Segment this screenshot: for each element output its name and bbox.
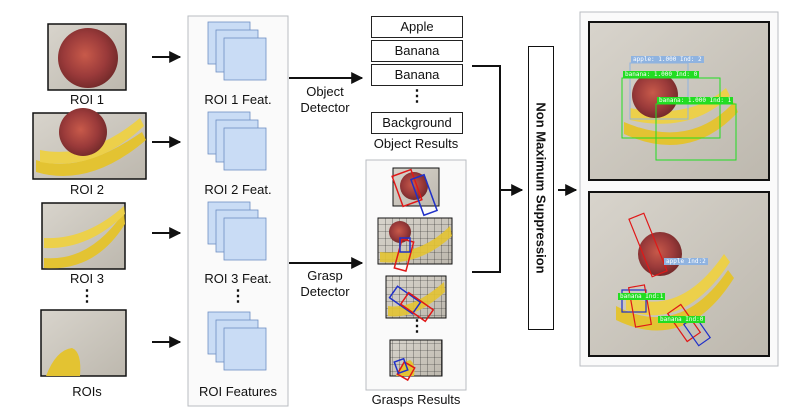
detection-label: apple: 1.000 Ind: 2 xyxy=(631,56,704,63)
nms-label: Non Maximum Suppression xyxy=(533,102,549,274)
roi-label: ROI 3 xyxy=(70,271,104,286)
object-detector-line1: Object xyxy=(306,84,344,99)
grasp-detector-line2: Detector xyxy=(300,284,350,299)
detection-label: apple Ind:2 xyxy=(664,258,708,265)
detector-arrows xyxy=(289,72,364,269)
feature-label: ROI 2 Feat. xyxy=(204,182,272,197)
features-caption: ROI Features xyxy=(198,384,278,399)
grasp-results-dots: ⋮ xyxy=(409,318,425,335)
grasp-detector-line1: Grasp xyxy=(307,268,343,283)
feature-dots: ⋮ xyxy=(230,288,246,305)
nms-block: Non Maximum Suppression xyxy=(528,46,554,330)
grasp-results-caption: Grasps Results xyxy=(371,392,461,407)
detection-label: banana: 1.000 Ind: 1 xyxy=(657,97,734,104)
feature-map-square xyxy=(223,37,267,81)
object-result-background: Background xyxy=(371,112,463,134)
object-detector-line2: Detector xyxy=(300,100,350,115)
object-results-caption: Object Results xyxy=(373,136,459,151)
roi-thumbnails xyxy=(32,23,147,377)
detection-label: banana Ind:0 xyxy=(658,316,706,323)
object-result-banana: Banana xyxy=(371,64,463,86)
feature-map-square xyxy=(223,127,267,171)
merge-arrows xyxy=(472,65,578,273)
grasp-thumbnails xyxy=(377,167,453,382)
grasp-detector-label: Grasp Detector xyxy=(292,268,358,300)
feature-map-square xyxy=(223,217,267,261)
feature-label: ROI 1 Feat. xyxy=(204,92,272,107)
object-result-banana: Banana xyxy=(371,40,463,62)
object-results-dots: ⋮ xyxy=(409,88,425,105)
output-grasp-image xyxy=(588,191,770,357)
detection-label: banana Ind:1 xyxy=(618,293,666,300)
output-detection-image xyxy=(588,21,770,181)
feature-map-square xyxy=(223,327,267,371)
feature-stacks xyxy=(207,21,267,371)
roi-label: ROI 2 xyxy=(70,182,104,197)
rois-caption: ROIs xyxy=(72,384,102,399)
roi-dots: ⋮ xyxy=(79,288,95,305)
roi-label: ROI 1 xyxy=(70,92,104,107)
detection-label: banana: 1.000 Ind: 0 xyxy=(623,71,700,78)
feature-label: ROI 3 Feat. xyxy=(204,271,272,286)
object-detector-label: Object Detector xyxy=(292,84,358,116)
roi-arrows xyxy=(152,51,182,348)
object-result-apple: Apple xyxy=(371,16,463,38)
